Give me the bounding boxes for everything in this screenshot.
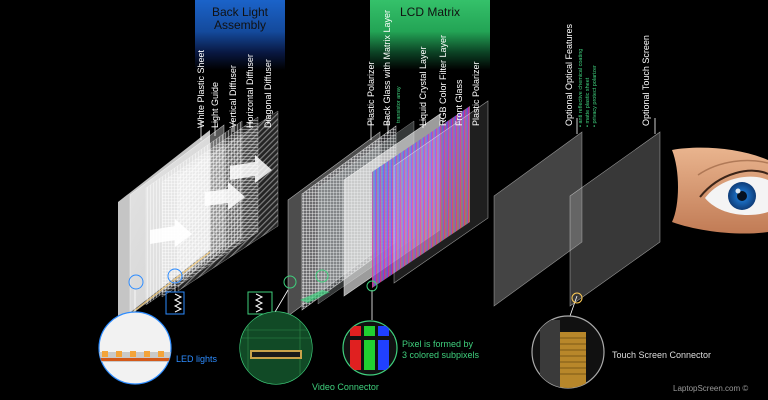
plastic-polarizer-front	[393, 100, 489, 284]
optional-features-list-3: • privacy protect polarizer	[588, 65, 599, 127]
video-connector-callout	[239, 311, 313, 385]
diffuser-profile-icon	[165, 291, 185, 315]
led-callout	[98, 311, 172, 385]
caption-video-connector: Video Connector	[312, 382, 379, 392]
lcd-header: LCD Matrix	[370, 0, 490, 70]
label-rgb-filter: RGB Color Filter Layer	[438, 34, 448, 126]
diffuser-profile-icons	[165, 291, 273, 315]
label-light-guide: Light Guide	[210, 81, 220, 128]
marker-circle	[128, 274, 144, 290]
backlight-sheets	[118, 110, 279, 323]
label-optional-touch-screen: Optional Touch Screen	[641, 35, 651, 126]
light-arrow	[150, 219, 192, 247]
marker-circle	[366, 280, 378, 292]
eye-illustration	[672, 147, 768, 234]
marker-circle	[167, 268, 183, 284]
backlight-header: Back Light Assembly	[195, 0, 285, 70]
label-vertical-diffuser: Vertical Diffuser	[228, 65, 238, 128]
marker-circle	[315, 269, 329, 283]
touch-screen-sheet	[569, 131, 661, 307]
leader-line	[274, 289, 289, 313]
label-back-glass: Back Glass with Matrix Layer	[382, 10, 392, 126]
optional-feature-item: • privacy protect polarizer	[592, 65, 598, 127]
lcd-sheets	[287, 100, 489, 317]
caption-pixel: Pixel is formed by 3 colored subpixels	[402, 339, 480, 360]
matrix-profile-icon	[247, 291, 273, 315]
backlight-header-text: Back Light Assembly	[211, 5, 269, 32]
caption-touch-connector: Touch Screen Connector	[612, 350, 712, 360]
marker-circle	[571, 292, 583, 304]
rgb-filter-glow	[372, 106, 470, 288]
diffuser-profile-icon	[173, 293, 183, 313]
pixel-callout	[342, 320, 398, 376]
label-plastic-polarizer-front: Plastic Polarizer	[471, 61, 481, 126]
label-optional-features: Optional Optical Features	[564, 23, 574, 126]
label-plastic-polarizer-back: Plastic Polarizer	[366, 61, 376, 126]
marker-circle	[283, 275, 297, 289]
lcd-header-text: LCD Matrix	[399, 5, 460, 19]
touch-connector-callout	[531, 315, 605, 389]
label-white-plastic-sheet: White Plastic Sheet	[196, 49, 206, 128]
label-back-glass-text: Back Glass with Matrix Layer	[382, 9, 392, 126]
caption-led-lights: LED lights	[176, 354, 218, 364]
light-arrow	[205, 182, 245, 210]
label-diagonal-diffuser: Diagonal Diffuser	[263, 59, 273, 128]
matrix-profile-icon	[254, 293, 264, 313]
label-front-glass: Front Glass	[454, 79, 464, 126]
leader-lines	[134, 118, 656, 320]
credit-text: LaptopScreen.com ©	[673, 384, 749, 393]
light-arrow	[230, 155, 272, 183]
optical-features-sheet	[493, 131, 583, 307]
label-back-glass-sub: transistor array	[396, 86, 402, 123]
label-liquid-crystal: Liquid Crystal Layer	[418, 46, 428, 126]
leader-line	[569, 295, 578, 317]
marker-circles	[128, 268, 583, 304]
label-horizontal-diffuser: Horizontal Diffuser	[245, 54, 255, 128]
